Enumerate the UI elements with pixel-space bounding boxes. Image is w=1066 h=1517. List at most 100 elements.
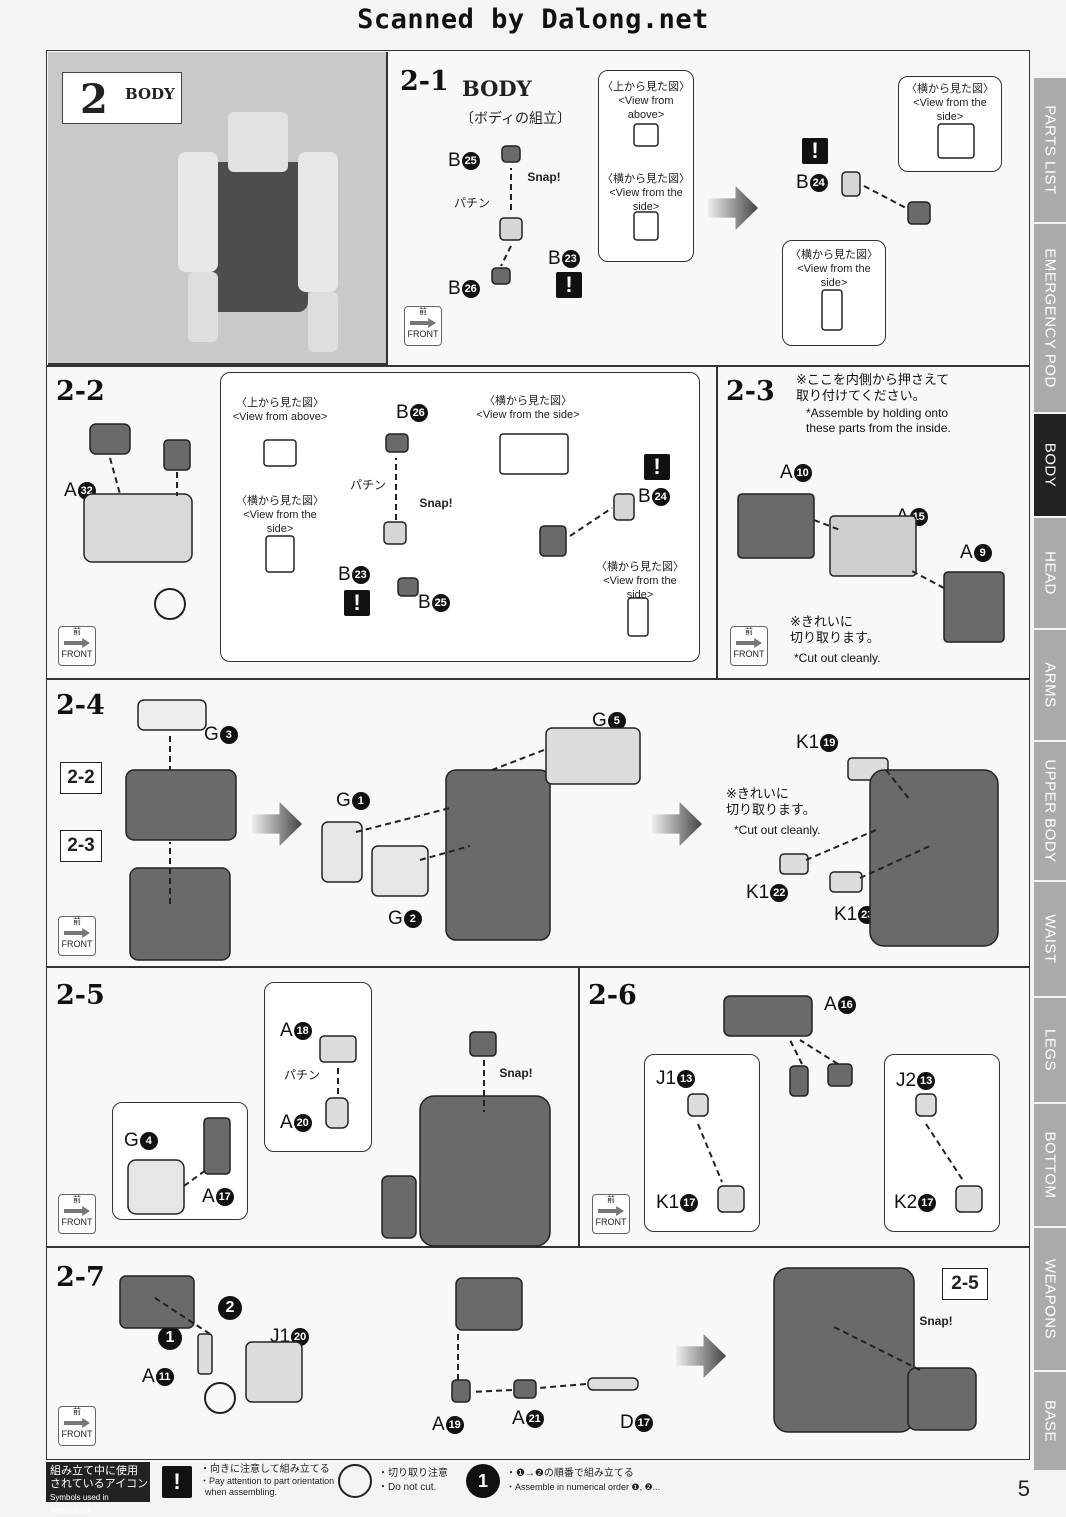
view-side-en: <View from the side> — [609, 187, 683, 213]
step-2-1-number: 2-1 — [400, 66, 449, 97]
tab-parts-list[interactable]: PARTS LIST — [1034, 76, 1066, 222]
order-two-icon: 2 — [218, 1296, 242, 1320]
snap-label-en: Snap! — [499, 1066, 533, 1080]
step-2-1-title: BODY — [462, 76, 532, 101]
legend-order-jp: ・❶→❷の順番で組み立てる — [506, 1468, 634, 1479]
attention-icon: ! — [162, 1466, 192, 1498]
step-2-3-number: 2-3 — [726, 376, 775, 407]
step-2-4-number: 2-4 — [56, 690, 105, 721]
snap-label-jp: パチン — [453, 196, 490, 210]
step-2-1-subtitle: 〔ボディの組立〕 — [460, 110, 572, 126]
section-title: BODY — [125, 85, 175, 103]
tab-weapons[interactable]: WEAPONS — [1034, 1226, 1066, 1370]
cut-note-jp: ※きれいに 切り取ります。 — [726, 786, 816, 817]
snap-label-jp: パチン — [349, 478, 386, 492]
legend-title-jp: 組み立て中に使用 されているアイコン — [50, 1465, 149, 1490]
cut-note-jp: ※きれいに 切り取ります。 — [790, 614, 880, 645]
legend-order-en: ・Assemble in numerical order ❶, ❷... — [506, 1482, 661, 1492]
tab-emergency-pod[interactable]: EMERGENCY POD — [1034, 222, 1066, 412]
do-not-cut-icon — [154, 588, 186, 620]
page-number: 5 — [1017, 1476, 1030, 1501]
section-label-box — [62, 72, 182, 124]
tab-upper-body[interactable]: UPPER BODY — [1034, 740, 1066, 880]
tab-waist[interactable]: WAIST — [1034, 880, 1066, 996]
tab-base[interactable]: BASE — [1034, 1370, 1066, 1470]
do-not-cut-icon — [204, 1382, 236, 1414]
tab-head[interactable]: HEAD — [1034, 516, 1066, 628]
section-number: 2 — [80, 76, 108, 123]
do-not-cut-icon — [338, 1464, 372, 1498]
hold-note-jp: ※ここを内側から押さえて 取り付けてください。 — [796, 372, 950, 403]
snap-label-en: Snap! — [419, 496, 453, 510]
reference-step-2-2: 2-2 — [60, 762, 102, 794]
order-one-icon: 1 — [466, 1464, 500, 1498]
view-side-jp: 〈横から見た図〉 — [790, 249, 878, 261]
row-divider — [46, 966, 1030, 968]
attention-icon: ! — [344, 590, 370, 616]
step-2-2-number: 2-2 — [56, 376, 105, 407]
step-2-5-number: 2-5 — [56, 980, 105, 1011]
attention-icon: ! — [556, 272, 582, 298]
attention-icon: ! — [644, 454, 670, 480]
tab-body[interactable]: BODY — [1034, 412, 1066, 516]
snap-label-en: Snap! — [527, 170, 561, 184]
view-above-en: <View from above> — [232, 411, 328, 423]
reference-step-2-5: 2-5 — [942, 1268, 988, 1300]
tab-arms[interactable]: ARMS — [1034, 628, 1066, 740]
step-2-6-number: 2-6 — [588, 980, 637, 1011]
reference-step-2-3: 2-3 — [60, 830, 102, 862]
scan-watermark-title: Scanned by Dalong.net — [357, 4, 709, 35]
view-side-en: <View from the side> — [476, 409, 580, 421]
view-above-en: <View from above> — [618, 95, 674, 121]
order-one-icon: 1 — [158, 1326, 182, 1350]
icon-legend-title: 組み立て中に使用 されているアイコン Symbols used in instr… — [46, 1462, 150, 1515]
legend-attention-jp: ・向きに注意して組み立てる — [200, 1464, 330, 1475]
view-side-en: <View from the side> — [913, 97, 987, 123]
col-divider — [578, 966, 580, 1246]
row-divider — [46, 678, 1030, 680]
col-divider — [716, 365, 718, 678]
view-side-jp: 〈横から見た図〉 — [484, 395, 572, 407]
attention-icon: ! — [802, 138, 828, 164]
legend-cut-en: ・Do not cut. — [378, 1482, 437, 1493]
view-side-en: <View from the side> — [797, 263, 871, 289]
cut-note-en: *Cut out cleanly. — [794, 651, 881, 665]
view-side-jp: 〈横から見た図〉 — [906, 83, 994, 95]
view-side-jp: 〈横から見た図〉 — [236, 495, 324, 507]
view-side-en: <View from the side> — [243, 509, 317, 535]
snap-label-jp: パチン — [283, 1068, 320, 1082]
tab-bottom[interactable]: BOTTOM — [1034, 1102, 1066, 1226]
tab-legs[interactable]: LEGS — [1034, 996, 1066, 1102]
cut-note-en: *Cut out cleanly. — [734, 823, 821, 837]
